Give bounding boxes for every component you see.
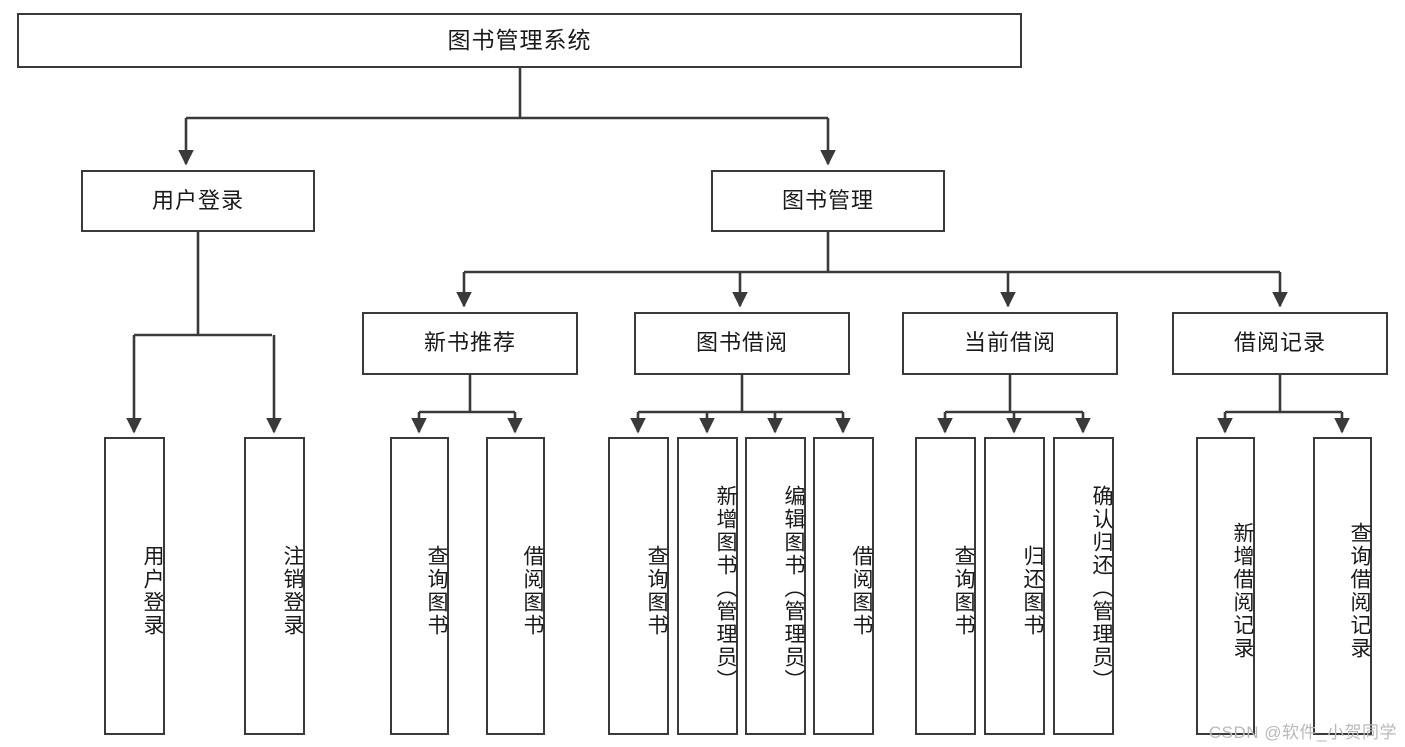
watermark-text: CSDN @软件_小贺同学 [1208, 723, 1397, 742]
leaf-current-confirm-return-admin[interactable]: 确认归还（管理员） [1053, 437, 1114, 735]
leaf-current-return-book[interactable]: 归还图书 [984, 437, 1045, 735]
leaf-borrow-borrow-book[interactable]: 借阅图书 [813, 437, 874, 735]
node-new-book-recommend[interactable]: 新书推荐 [362, 312, 578, 375]
leaf-borrow-edit-book-admin[interactable]: 编辑图书（管理员） [745, 437, 806, 735]
leaf-borrow-add-book-admin[interactable]: 新增图书（管理员） [677, 437, 738, 735]
leaf-recommend-borrow-book[interactable]: 借阅图书 [486, 437, 545, 735]
leaf-recommend-query-book[interactable]: 查询图书 [390, 437, 449, 735]
leaf-record-query-record[interactable]: 查询借阅记录 [1313, 437, 1372, 735]
leaf-current-query-book[interactable]: 查询图书 [915, 437, 976, 735]
node-root-system[interactable]: 图书管理系统 [17, 13, 1022, 68]
leaf-borrow-query-book[interactable]: 查询图书 [608, 437, 669, 735]
node-book-borrow[interactable]: 图书借阅 [634, 312, 850, 375]
node-book-management[interactable]: 图书管理 [711, 170, 945, 232]
leaf-user-login-logout[interactable]: 注销登录 [244, 437, 305, 735]
node-borrow-record[interactable]: 借阅记录 [1172, 312, 1388, 375]
node-current-borrow[interactable]: 当前借阅 [902, 312, 1118, 375]
leaf-record-add-record[interactable]: 新增借阅记录 [1196, 437, 1255, 735]
leaf-user-login-login[interactable]: 用户登录 [104, 437, 165, 735]
node-user-login[interactable]: 用户登录 [81, 170, 315, 232]
